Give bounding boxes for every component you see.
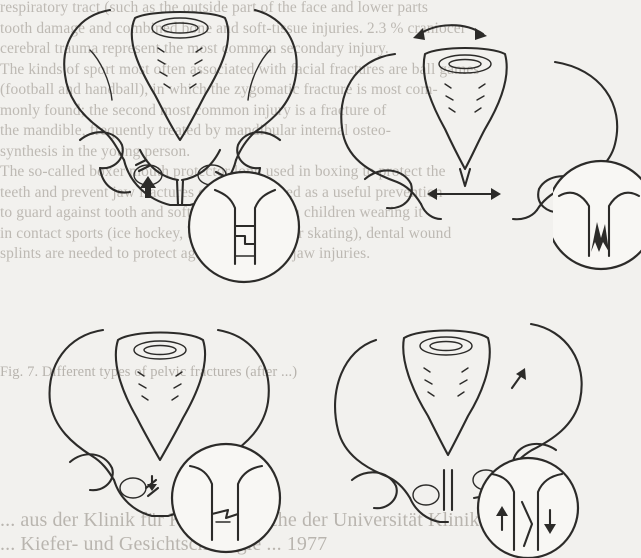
right-sacral-foramina	[458, 368, 468, 396]
inset-circle	[478, 458, 578, 558]
up-right-arrow-head	[516, 368, 526, 380]
sacral-promontory	[439, 55, 491, 73]
left-acetabulum	[70, 454, 113, 490]
inset-circle	[553, 161, 641, 269]
curved-arrow-head-left	[413, 28, 425, 40]
sacrum	[424, 48, 507, 169]
inset-displaced-ramus	[472, 454, 584, 558]
left-sacral-foramina	[424, 368, 434, 396]
left-pubic-ramus	[421, 204, 441, 219]
spinal-canal	[449, 60, 481, 69]
pelvis-figure-frontal-impact	[40, 0, 320, 260]
sacral-promontory	[420, 337, 472, 355]
left-sacral-foramina	[158, 48, 170, 88]
inset-ramus-fracture	[168, 440, 284, 556]
sacrum	[403, 331, 490, 456]
up-arrow-solid-icon	[140, 176, 156, 198]
left-acetabulum	[352, 472, 397, 508]
left-sacral-foramina	[445, 84, 455, 112]
sacral-promontory	[134, 341, 186, 359]
spinal-canal	[430, 342, 462, 351]
coccyx	[460, 169, 470, 186]
spinal-canal	[162, 23, 198, 33]
right-acetabulum	[237, 132, 280, 168]
left-ischium	[100, 168, 130, 193]
right-sacral-foramina	[172, 372, 182, 400]
inset-circle	[172, 444, 280, 552]
pelvis-figure-lateral-compression	[325, 14, 641, 264]
left-sacral-foramina	[138, 372, 148, 400]
right-sacral-foramina	[190, 48, 202, 88]
inset-vertical-fracture	[185, 168, 303, 286]
sacral-promontory	[152, 18, 208, 38]
left-wing-line	[90, 50, 112, 100]
left-obturator-foramen	[413, 485, 439, 505]
left-acetabulum	[80, 132, 123, 168]
right-sacral-foramina	[475, 84, 485, 112]
left-acetabulum	[365, 170, 412, 208]
spinal-canal	[144, 346, 176, 355]
curved-arrow-head-right	[475, 28, 487, 40]
right-pubic-ramus	[513, 210, 537, 219]
pubic-symphysis	[177, 180, 183, 205]
left-obturator-foramen	[120, 478, 146, 498]
right-wing-line	[248, 50, 270, 100]
sacrum	[132, 12, 228, 140]
inset-crushed-acetabulum	[553, 156, 641, 274]
pelvis-figure-pubic-ramus-fracture	[28, 320, 303, 558]
pubic-symphysis	[444, 470, 452, 510]
curved-double-arrow-icon	[417, 25, 483, 36]
pelvis-figure-vertical-shear	[316, 300, 616, 558]
arrow-head-left	[427, 188, 437, 200]
left-iliac-wing	[335, 340, 410, 498]
arrow-head-right	[491, 188, 501, 200]
